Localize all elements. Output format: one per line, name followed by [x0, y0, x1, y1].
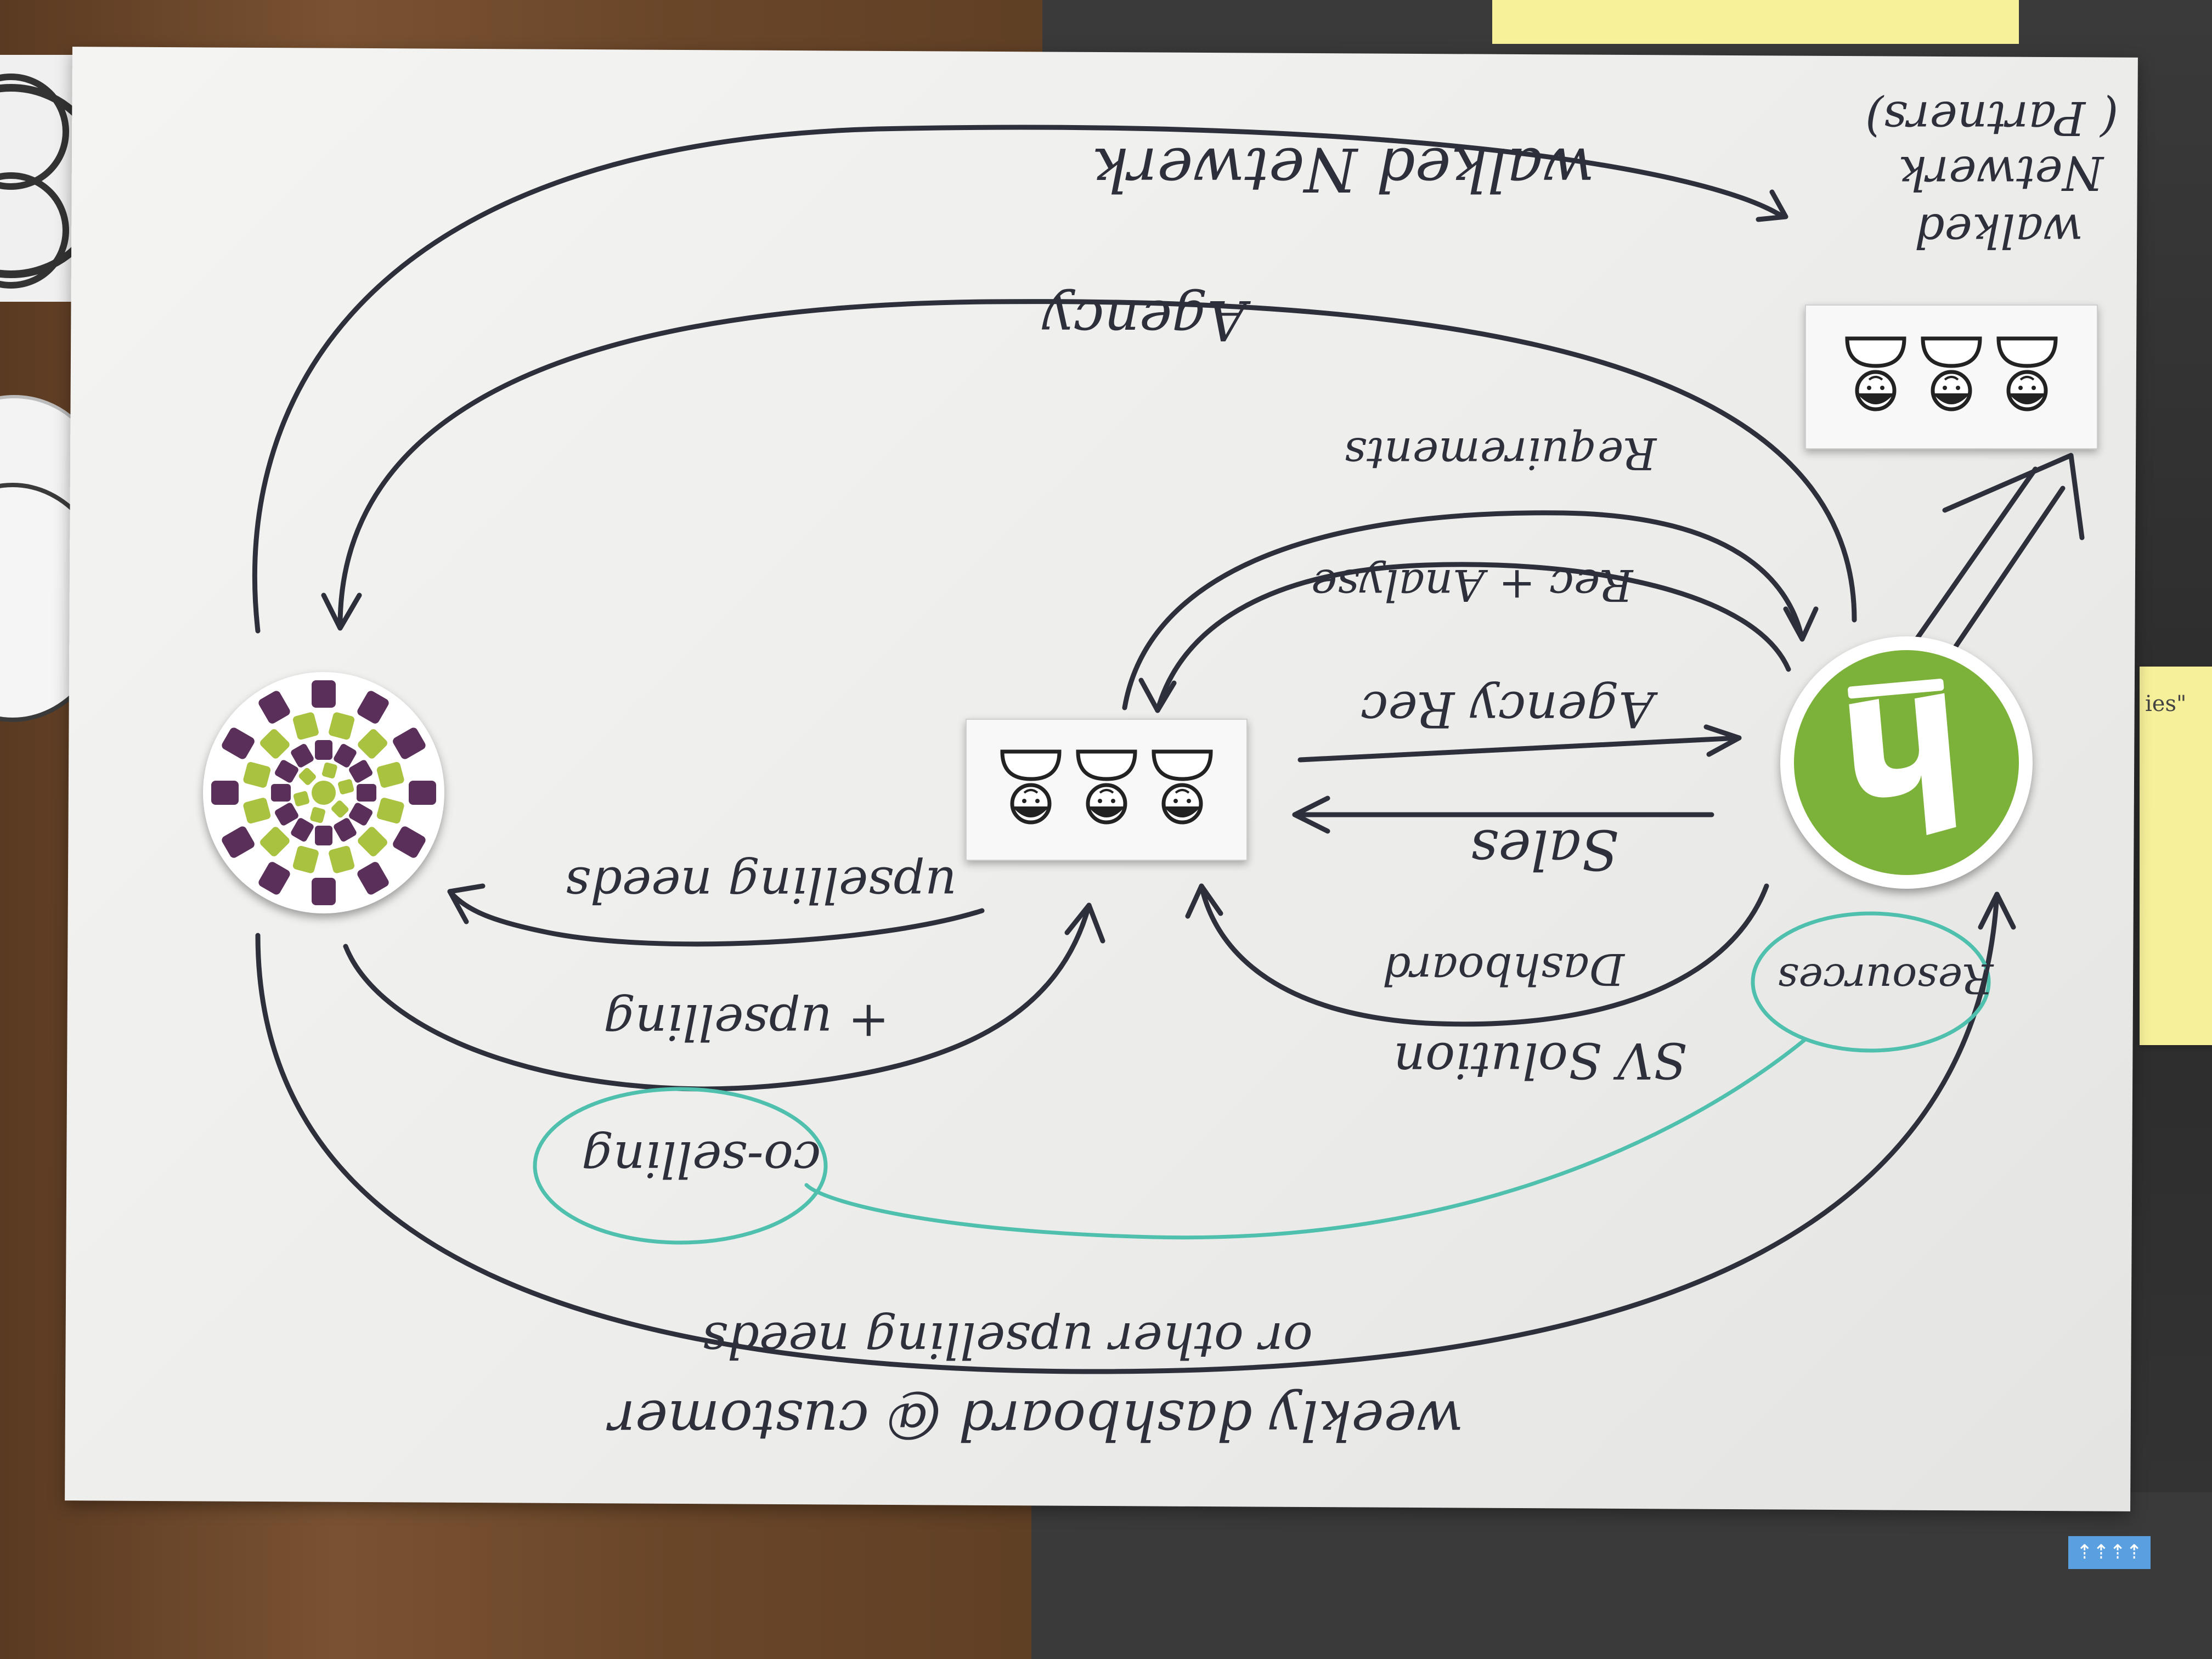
- label-rec-analyse: Rec + Analyse: [1311, 560, 1633, 611]
- label-weekly-dashboard: weekly dashboard @ customer: [609, 1388, 1464, 1452]
- person-icon: [1921, 336, 1982, 411]
- arrow-agency-rec: [1297, 735, 1742, 763]
- arrow-rec-analyse: [1155, 562, 1791, 713]
- person-icon: [1996, 336, 2058, 411]
- people-card-center: [966, 719, 1248, 861]
- label-requirements: Requirements: [1344, 428, 1657, 479]
- link-resources-co-selling: [804, 1037, 1807, 1240]
- flower-mandala-icon: [211, 680, 436, 905]
- arrow-weekly-dashboard: [255, 891, 2000, 1374]
- label-agency: Agency: [1042, 288, 1247, 352]
- label-walked-side-3: ( Partners): [1865, 91, 2119, 145]
- label-resources: Resources: [1778, 955, 1994, 1003]
- label-sv-solution: SV Solution: [1393, 1031, 1687, 1089]
- circle-co-selling: [533, 1087, 828, 1245]
- label-plus-upselling: + upselling: [603, 993, 889, 1051]
- green-logo-icon: [1794, 650, 2019, 875]
- sticky-note-text: ies": [2145, 691, 2187, 716]
- person-icon: [1152, 749, 1213, 824]
- label-agency-rec: Agency Rec: [1361, 680, 1655, 738]
- arrow-to-partners: [1912, 466, 2066, 669]
- arrow-plus-upselling: [343, 902, 1092, 1092]
- label-sales: Sales: [1470, 817, 1619, 882]
- sticky-note-right: [2140, 667, 2212, 1045]
- arrow-upselling-needs: [447, 889, 985, 947]
- circle-resources: [1751, 911, 1991, 1053]
- person-icon: [1000, 749, 1062, 824]
- arrow-dashboard: [1199, 883, 1769, 1027]
- person-icon: [1076, 749, 1137, 824]
- label-walked-network: walked Netwerk: [1092, 134, 1595, 205]
- label-dashboard: Dashboard: [1383, 944, 1624, 995]
- label-walked-side-1: walked: [1915, 203, 2083, 257]
- flower-mandala-logo: [203, 672, 444, 913]
- label-co-selling: co-selling: [582, 1130, 821, 1188]
- blue-tape-strip: ⇡⇡⇡⇡: [2068, 1536, 2151, 1569]
- arrow-agency: [337, 299, 1857, 628]
- dark-surface-bottom: [1031, 1492, 2212, 1659]
- green-circle-logo: [1780, 636, 2033, 889]
- people-card-top-right: [1805, 304, 2098, 449]
- person-icon: [1845, 336, 1906, 411]
- label-other-upselling: or other upselling needs: [702, 1311, 1313, 1369]
- arrow-walked-network: [252, 125, 1786, 634]
- label-walked-side-2: Netwerk: [1898, 145, 2104, 200]
- sticky-note-top: [1492, 0, 2019, 44]
- label-upselling-needs: upselling needs: [565, 856, 957, 913]
- arrow-requirements: [1122, 510, 1805, 710]
